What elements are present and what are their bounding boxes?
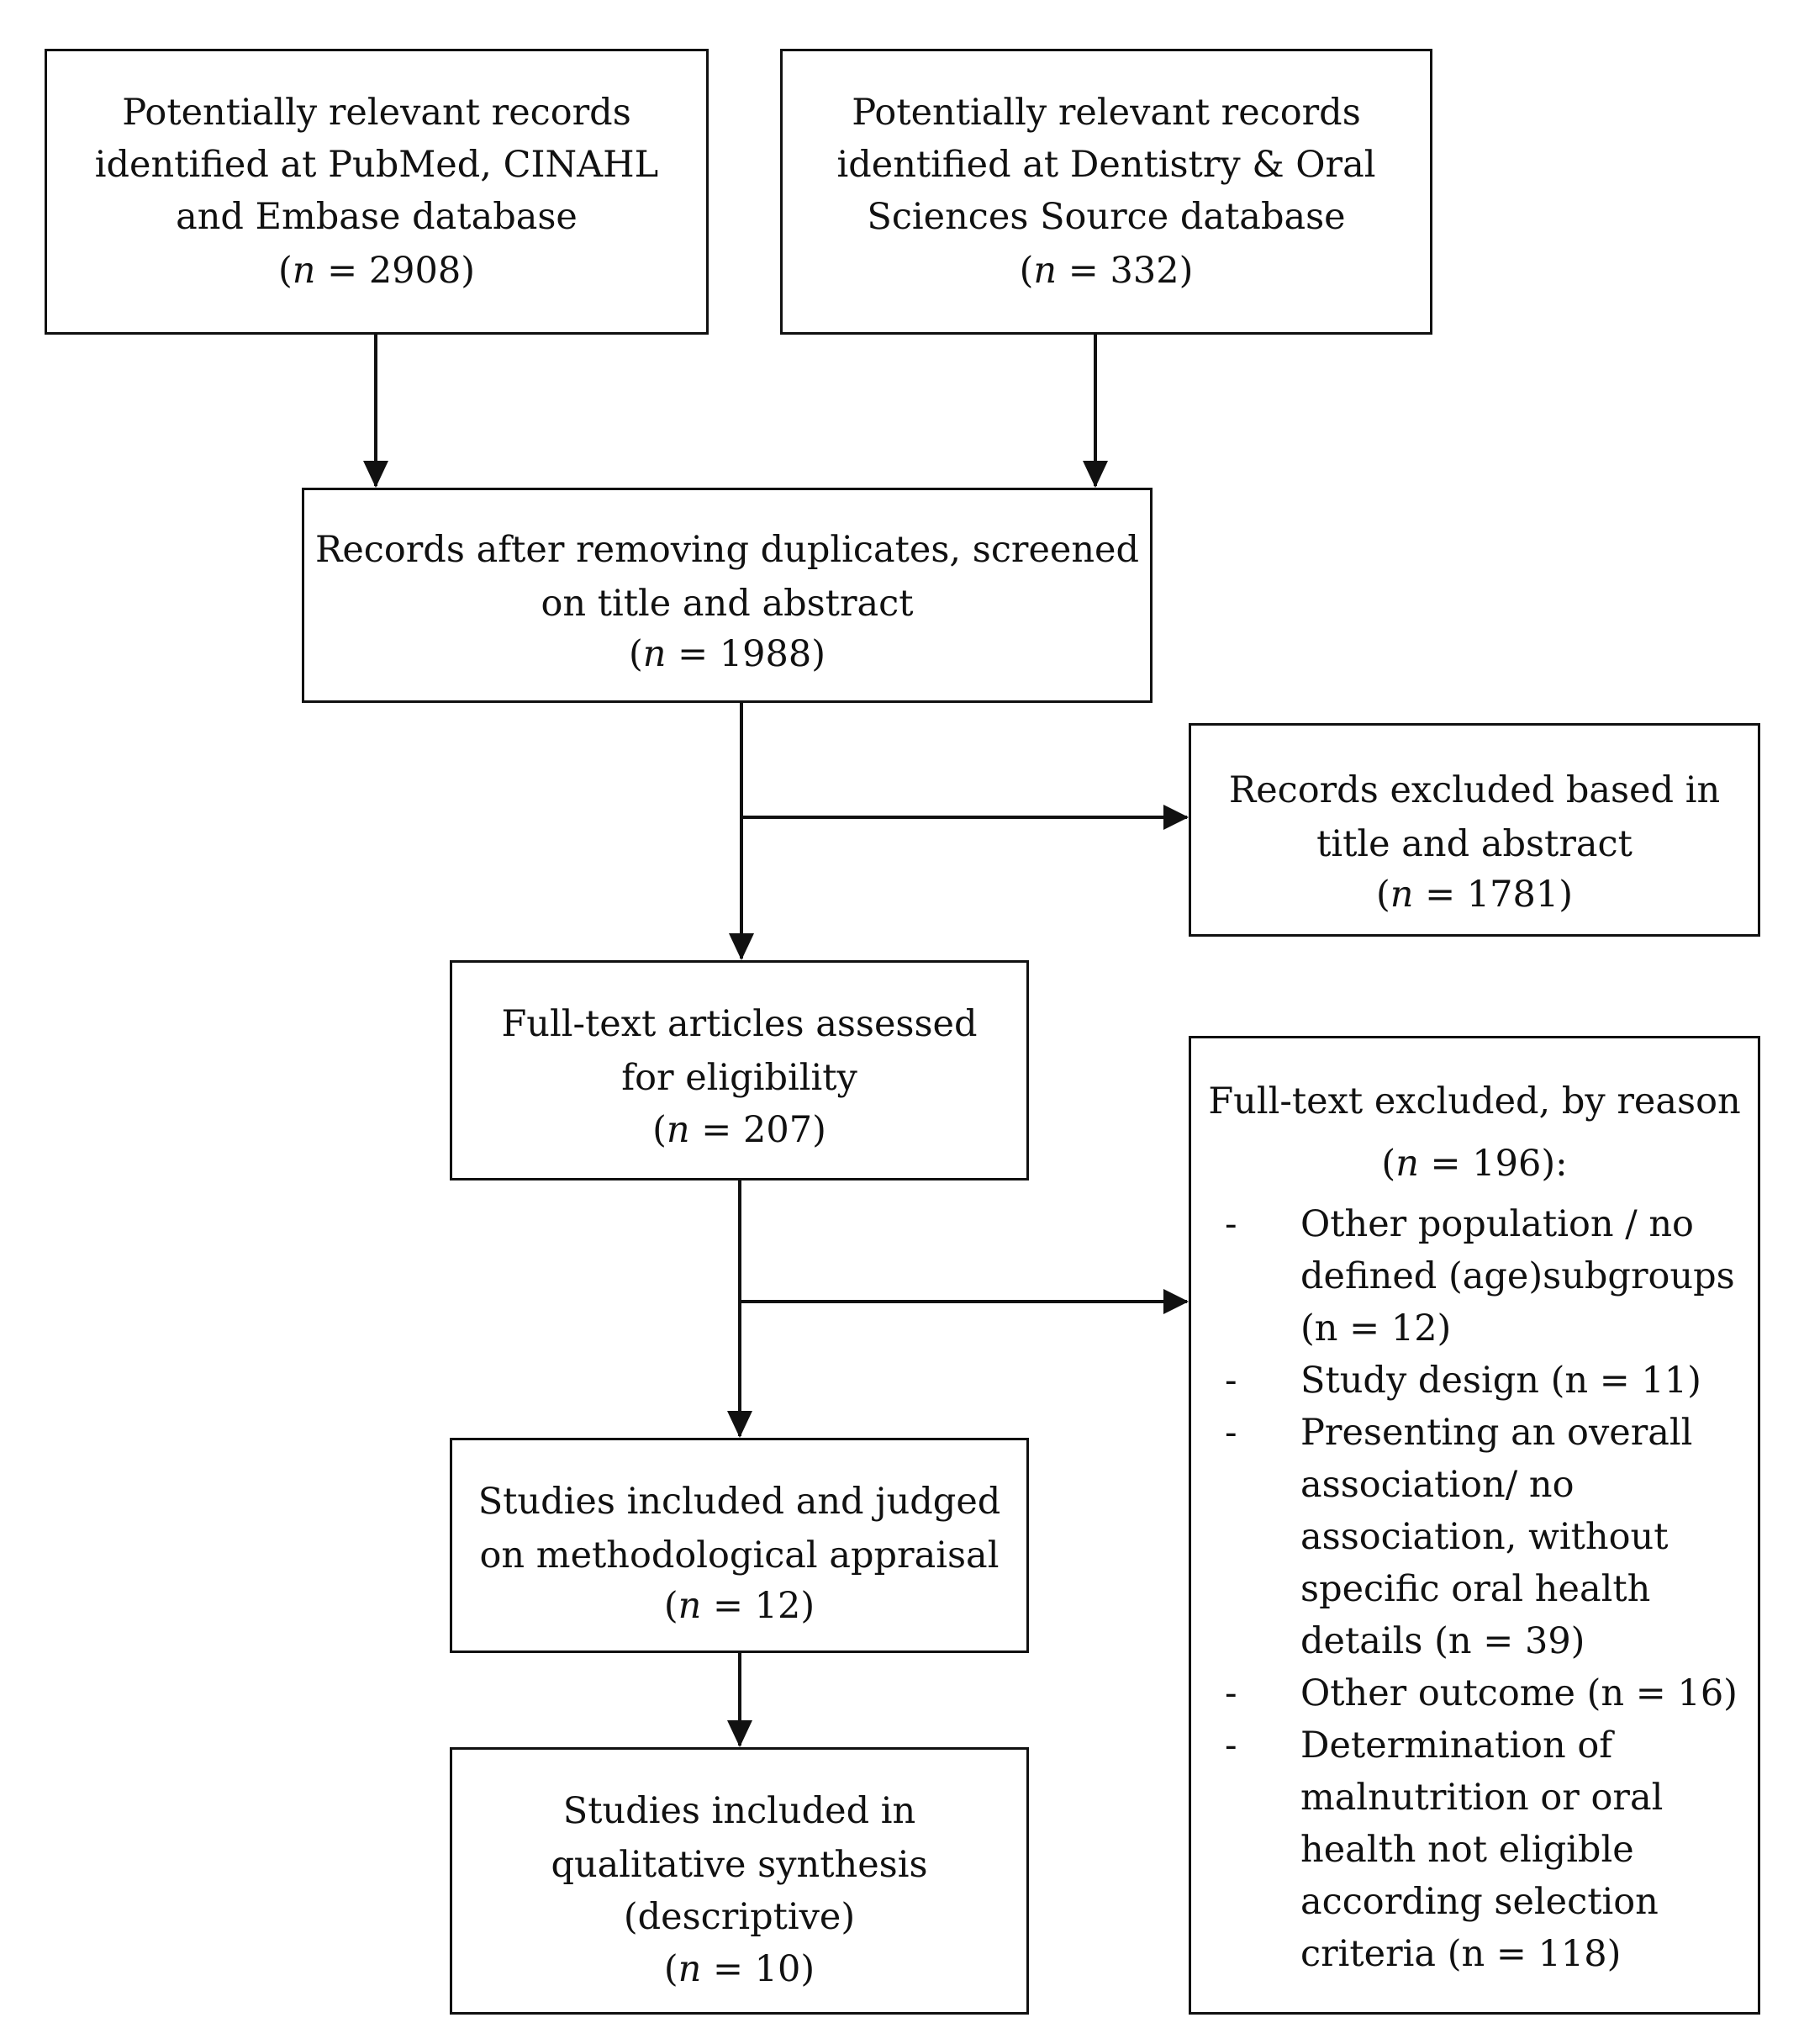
- included-appraisal-box: Studies included and judged on methodolo…: [450, 1438, 1029, 1653]
- reason-line: health not eligible: [1300, 1829, 1634, 1871]
- box-line: on methodological appraisal: [479, 1534, 1000, 1577]
- bullet-dash: -: [1225, 1412, 1237, 1454]
- excluded-header: Full-text excluded, by reason: [1208, 1080, 1741, 1122]
- arrowhead: [1163, 805, 1189, 830]
- box-line: Full-text articles assessed: [501, 1003, 978, 1045]
- box-line: and Embase database: [176, 196, 578, 238]
- reason-line: (n = 12): [1300, 1307, 1452, 1349]
- box-line: Potentially relevant records: [122, 92, 631, 134]
- bullet-dash: -: [1225, 1724, 1237, 1767]
- arrowhead: [363, 461, 388, 488]
- arrowhead: [729, 933, 754, 960]
- qualitative-synthesis-box: Studies included in qualitative synthesi…: [450, 1747, 1029, 2015]
- arrowhead: [1163, 1289, 1189, 1314]
- reason-line: criteria (n = 118): [1300, 1933, 1622, 1975]
- box-count: (n = 1781): [1375, 874, 1574, 916]
- fulltext-assessed-box: Full-text articles assessed for eligibil…: [450, 960, 1029, 1180]
- box-line: Potentially relevant records: [852, 92, 1361, 134]
- box-line: for eligibility: [621, 1057, 857, 1099]
- reason-line: specific oral health: [1300, 1568, 1651, 1610]
- reason-line: Presenting an overall: [1300, 1412, 1693, 1454]
- box-count: (n = 12): [663, 1585, 815, 1627]
- box-count: (n = 207): [652, 1109, 826, 1151]
- arrowhead: [727, 1720, 752, 1747]
- reason-line: malnutrition or oral: [1300, 1777, 1664, 1819]
- reason-line: Determination of: [1300, 1724, 1613, 1767]
- box-line: Studies included and judged: [477, 1481, 1001, 1523]
- box-line: Sciences Source database: [867, 196, 1346, 238]
- reason-line: according selection: [1300, 1881, 1659, 1923]
- box-count: (n = 196):: [1381, 1143, 1568, 1185]
- dentistry-records-box: Potentially relevant records identified …: [780, 49, 1432, 335]
- arrowhead: [727, 1411, 752, 1438]
- box-line: identified at PubMed, CINAHL: [94, 144, 659, 186]
- excluded-title-abstract-box: Records excluded based in title and abst…: [1189, 723, 1760, 937]
- screened-records-box: Records after removing duplicates, scree…: [302, 488, 1153, 703]
- bullet-dash: -: [1225, 1360, 1237, 1402]
- box-line: on title and abstract: [541, 583, 914, 625]
- reason-line: Other population / no: [1300, 1203, 1694, 1245]
- reason-line: association/ no: [1300, 1464, 1575, 1506]
- box-line: Records after removing duplicates, scree…: [314, 529, 1140, 571]
- reason-line: defined (age)subgroups: [1300, 1255, 1735, 1297]
- reason-line: details (n = 39): [1300, 1620, 1585, 1662]
- reason-line: association, without: [1300, 1516, 1669, 1558]
- bullet-dash: -: [1225, 1672, 1237, 1714]
- box-line: qualitative synthesis: [551, 1844, 928, 1886]
- reason-line: Other outcome (n = 16): [1300, 1672, 1738, 1714]
- arrowhead: [1083, 461, 1108, 488]
- reason-line: Study design (n = 11): [1300, 1360, 1701, 1402]
- box-count: (n = 10): [663, 1948, 815, 1990]
- box-count: (n = 332): [1019, 250, 1194, 292]
- box-line: Records excluded based in: [1228, 769, 1721, 811]
- box-line: (descriptive): [623, 1896, 856, 1938]
- box-line: title and abstract: [1316, 823, 1633, 865]
- box-line: Studies included in: [562, 1790, 916, 1832]
- box-line: identified at Dentistry & Oral: [836, 144, 1376, 186]
- fulltext-excluded-box: Full-text excluded, by reason (n = 196):…: [1189, 1036, 1760, 2015]
- box-count: (n = 1988): [628, 633, 826, 675]
- box-count: (n = 2908): [277, 250, 476, 292]
- bullet-dash: -: [1225, 1203, 1237, 1245]
- pubmed-records-box: Potentially relevant records identified …: [45, 49, 709, 335]
